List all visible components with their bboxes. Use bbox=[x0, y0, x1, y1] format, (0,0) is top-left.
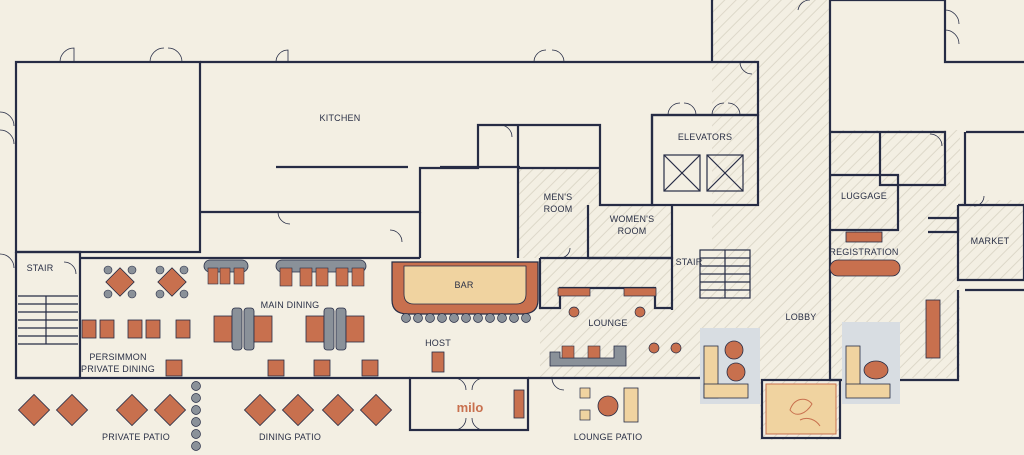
milo-door-panel bbox=[513, 389, 525, 419]
lounge-patio-furniture bbox=[579, 387, 639, 423]
label-dining-patio: DINING PATIO bbox=[259, 432, 321, 442]
walls bbox=[14, 0, 1024, 440]
patio-planter-column bbox=[191, 381, 201, 451]
label-host: HOST bbox=[425, 338, 451, 348]
host-stand bbox=[431, 351, 445, 373]
label-luggage: LUGGAGE bbox=[841, 191, 887, 201]
label-elevators: ELEVATORS bbox=[678, 132, 732, 142]
stair-treads-left bbox=[18, 295, 78, 345]
room-labels: KITCHEN ELEVATORS MEN'S ROOM WOMEN'S ROO… bbox=[27, 113, 1010, 442]
elevator-cars bbox=[663, 154, 744, 192]
label-mens-room-1: MEN'S bbox=[544, 192, 573, 202]
label-persimmon-1: PERSIMMON bbox=[89, 352, 146, 362]
patio-tables bbox=[17, 393, 393, 427]
lounge-furniture bbox=[549, 287, 682, 367]
label-lounge: LOUNGE bbox=[588, 318, 627, 328]
bar-counter bbox=[391, 261, 539, 315]
the-bloom-logo bbox=[765, 383, 837, 435]
main-dining-booths bbox=[203, 259, 379, 377]
registration-back-desk bbox=[845, 231, 883, 243]
label-registration: REGISTRATION bbox=[829, 247, 898, 257]
label-kitchen: KITCHEN bbox=[320, 113, 361, 123]
hatched-floor bbox=[518, 0, 1024, 440]
label-bar: BAR bbox=[454, 280, 473, 290]
bar-stools bbox=[401, 313, 531, 323]
label-womens-room-1: WOMEN'S bbox=[610, 214, 655, 224]
label-persimmon-2: PRIVATE DINING bbox=[81, 364, 155, 374]
label-private-patio: PRIVATE PATIO bbox=[102, 432, 170, 442]
label-stair-left: STAIR bbox=[27, 263, 54, 273]
stair-treads-right bbox=[699, 249, 751, 299]
label-lounge-patio: LOUNGE PATIO bbox=[574, 432, 643, 442]
label-mens-room-2: ROOM bbox=[544, 204, 573, 214]
label-stair-right: STAIR bbox=[676, 257, 703, 267]
lobby-seating bbox=[700, 299, 941, 404]
registration-desk bbox=[829, 259, 901, 277]
milo-logo: milo bbox=[457, 400, 484, 415]
door-swings bbox=[0, 0, 985, 431]
label-womens-room-2: ROOM bbox=[618, 226, 647, 236]
persimmon-tables bbox=[81, 265, 191, 377]
label-main-dining: MAIN DINING bbox=[261, 300, 320, 310]
label-lobby: LOBBY bbox=[785, 312, 816, 322]
label-market: MARKET bbox=[971, 236, 1010, 246]
